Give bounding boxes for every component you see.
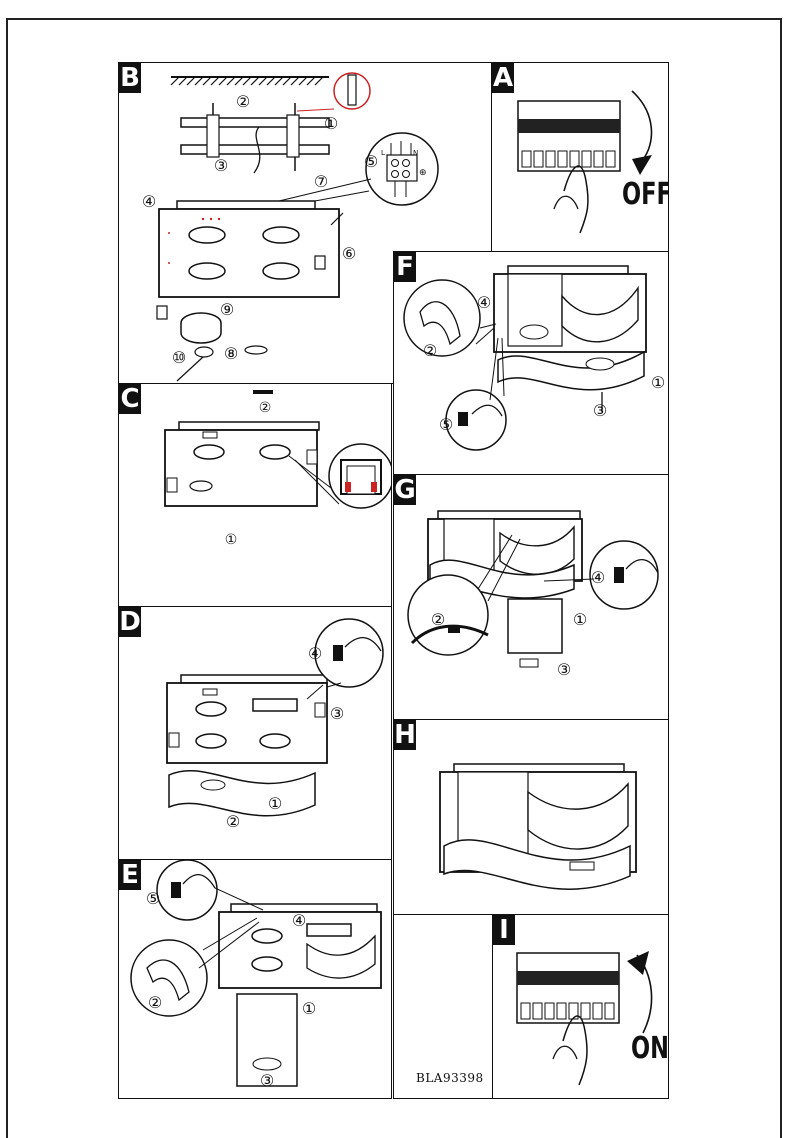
panel-d-step-4: ④ [308, 644, 322, 663]
panel-i: I ON [492, 914, 669, 1099]
panel-g-letter: G [394, 475, 416, 505]
panel-c: C ① ② [118, 383, 392, 607]
panel-b-step-8: ⑧ [224, 344, 238, 363]
panel-b-step-1: ① [324, 114, 338, 133]
panel-g-step-2: ② [431, 610, 445, 629]
panel-e-step-3: ③ [260, 1071, 274, 1090]
panel-f: F ① ② ③ ④ ⑤ [393, 251, 669, 475]
panel-d-illustration: ① ② ③ ④ [166, 618, 384, 831]
panel-f-step-5: ⑤ [439, 415, 453, 434]
document-code: BLA93398 [416, 1071, 484, 1085]
panel-e: E ① ② ③ ④ ⑤ [118, 859, 392, 1099]
panel-b-illustration: ① ② ③ ④ ⑤ ⑥ ⑦ ⑧ ⑨ ⑩ L N ⊕ [142, 72, 439, 382]
panel-b-step-3: ③ [214, 156, 228, 175]
panel-c-illustration: ① ② [164, 390, 391, 548]
panel-c-step-2: ② [259, 400, 272, 416]
panel-f-step-4: ④ [477, 293, 491, 312]
panel-e-illustration: ① ② ③ ④ ⑤ [130, 860, 382, 1090]
panel-b-terminal-n: N [413, 149, 418, 157]
page-frame [6, 18, 782, 1138]
panel-b-terminal-earth: ⊕ [419, 168, 427, 178]
panel-b-letter: B [119, 63, 141, 93]
panel-g-step-3: ③ [557, 660, 571, 679]
panel-h-illustration [439, 763, 637, 890]
panel-i-breaker-illustration [516, 951, 653, 1086]
panel-h-letter: H [394, 720, 416, 750]
panel-e-step-2: ② [148, 993, 162, 1012]
panel-e-step-4: ④ [292, 911, 306, 930]
panel-f-step-1: ① [651, 373, 665, 392]
panel-e-step-5: ⑤ [146, 889, 160, 908]
panel-a-letter: A [492, 63, 514, 93]
panel-b-step-2: ② [236, 92, 250, 111]
panel-e-letter: E [119, 860, 141, 890]
panel-b-terminal-l: L [381, 149, 385, 157]
panel-e-step-1: ① [302, 999, 316, 1018]
panel-b-step-5: ⑤ [364, 152, 378, 171]
panel-g-step-1: ① [573, 610, 587, 629]
panel-f-letter: F [394, 252, 416, 282]
panel-b-step-4: ④ [142, 192, 156, 211]
panel-d-letter: D [119, 607, 141, 637]
panel-g-illustration: ① ② ③ ④ [407, 510, 659, 679]
panel-d-step-3: ③ [330, 704, 344, 723]
panel-f-step-3: ③ [593, 401, 607, 420]
panel-f-step-2: ② [423, 341, 437, 360]
panel-c-letter: C [119, 384, 141, 414]
panel-h: H [393, 719, 669, 915]
panel-g-step-4: ④ [591, 568, 605, 587]
panel-a: A OFF [491, 62, 669, 252]
panel-d-step-2: ② [226, 812, 240, 831]
panel-f-illustration: ① ② ③ ④ ⑤ [403, 265, 665, 451]
panel-b-step-9: ⑨ [220, 300, 234, 319]
panel-i-letter: I [493, 915, 515, 945]
code-cell: BLA93398 [393, 914, 493, 1099]
panel-b-step-10: ⑩ [172, 348, 186, 367]
panel-a-breaker-illustration [517, 90, 653, 234]
off-label: OFF [622, 177, 669, 212]
panel-c-step-1: ① [225, 532, 238, 548]
panel-d: D ① ② ③ ④ [118, 606, 392, 860]
panel-b-step-6: ⑥ [342, 244, 356, 263]
panel-d-step-1: ① [268, 794, 282, 813]
on-label: ON [631, 1031, 669, 1066]
panel-b-step-7: ⑦ [314, 172, 328, 191]
panel-g: G ① ② ③ ④ [393, 474, 669, 720]
